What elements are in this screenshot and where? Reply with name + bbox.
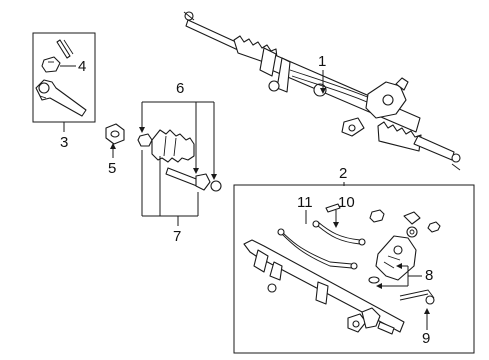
callout-10: 10 [338, 194, 355, 211]
callout-6: 6 [176, 80, 184, 97]
rack-assembly-detail [243, 203, 441, 335]
tie-rod-end-parts [35, 39, 87, 117]
callout-5: 5 [108, 160, 116, 177]
leader-arrow-9 [424, 308, 430, 314]
leader-arrow-5 [110, 143, 116, 149]
callout-1: 1 [318, 53, 326, 70]
jam-nut [105, 123, 125, 145]
steering-rack-assembly [183, 11, 461, 171]
leader-arrow-1 [320, 88, 326, 94]
callout-7: 7 [173, 228, 181, 245]
rack-assembly-box [233, 184, 475, 354]
leader-bracket-8 [380, 265, 422, 287]
callout-11: 11 [297, 194, 313, 211]
leader-drops-7 [141, 150, 199, 216]
boot-kit-parts [137, 129, 222, 192]
leader-arrows-8 [376, 263, 402, 289]
leader-drops-6 [141, 102, 215, 176]
callout-8: 8 [425, 267, 433, 284]
callout-3: 3 [60, 134, 68, 151]
callout-4: 4 [78, 58, 86, 75]
leader-arrow-10 [333, 222, 339, 228]
callout-2: 2 [339, 165, 347, 182]
callout-9: 9 [422, 330, 430, 347]
